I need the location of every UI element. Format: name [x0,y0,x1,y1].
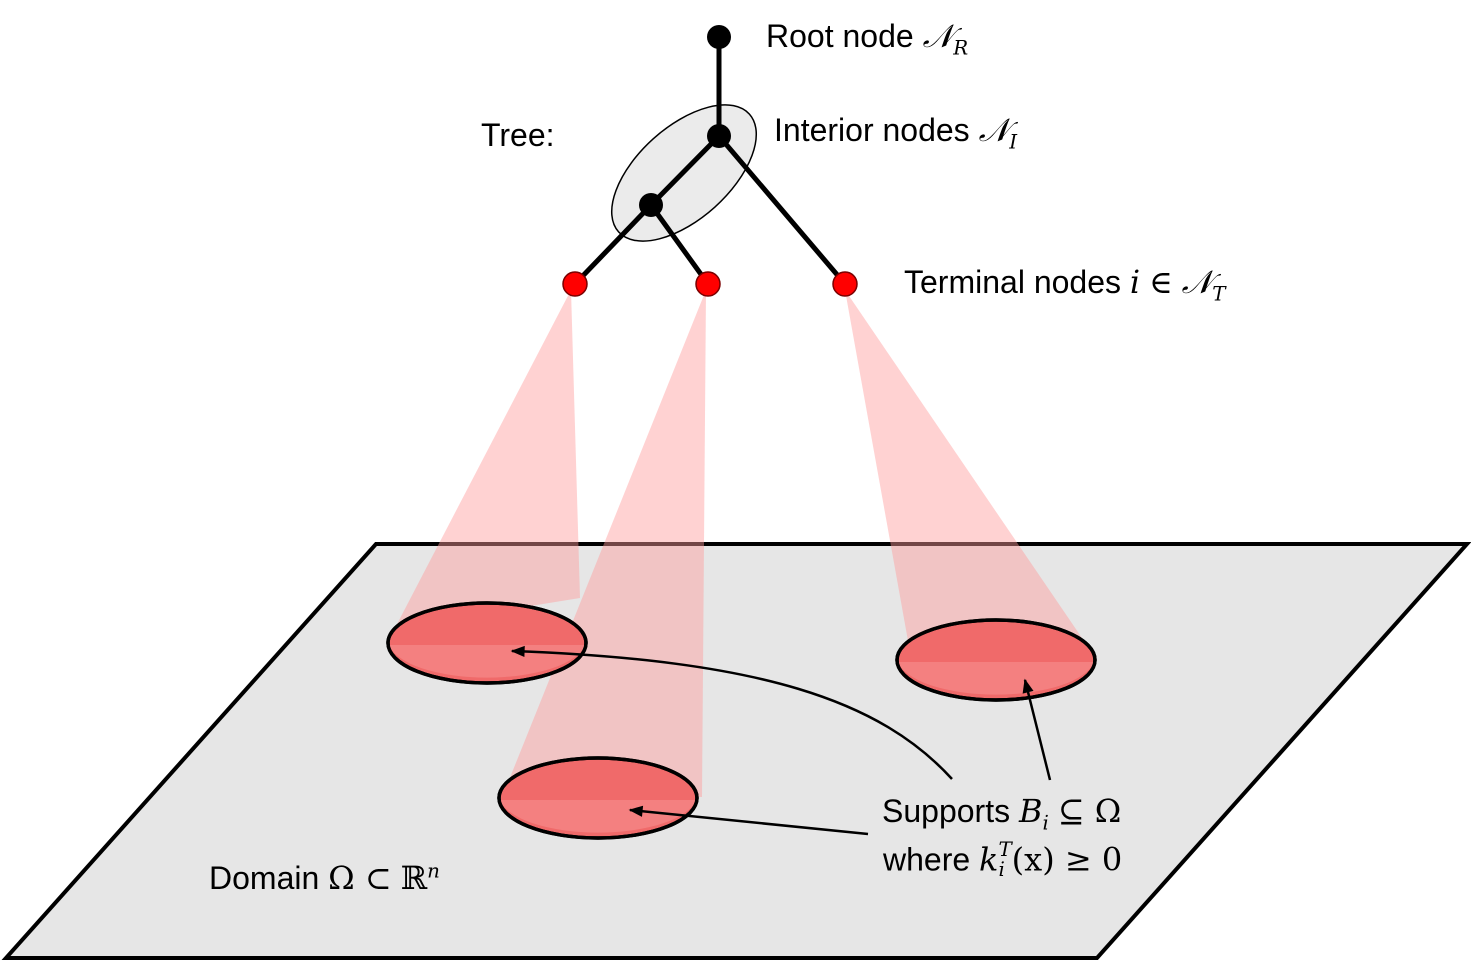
interior-node-1 [707,124,731,148]
terminal-nodes-label: Terminal nodes i ∈ 𝒩T [904,263,1226,306]
supports-label: Supports Bi ⊆ Ω [882,792,1122,835]
arrow-to-support-3 [1022,678,1052,781]
interior-nodes-label: Interior nodes 𝒩I [774,111,1018,154]
projection-cone-3 [845,290,1082,652]
root-node-label: Root node 𝒩R [766,17,969,60]
terminal-node-3 [832,271,858,297]
arrow-to-support-2 [628,805,869,836]
domain-label: Domain Ω ⊂ ℝn [209,859,440,897]
support-ellipse-3-shade [898,662,1094,695]
support-ellipse-2-shade [500,800,696,833]
tree-edges [572,34,848,287]
terminal-node-1 [562,271,588,297]
tree-label: Tree: [481,117,555,153]
terminal-node-2 [695,271,721,297]
arrow-to-support-1 [510,645,953,780]
interior-node-2 [639,193,663,217]
domain-plane [1,542,1471,960]
root-node [707,25,731,49]
projection-cone-1 [395,290,580,628]
